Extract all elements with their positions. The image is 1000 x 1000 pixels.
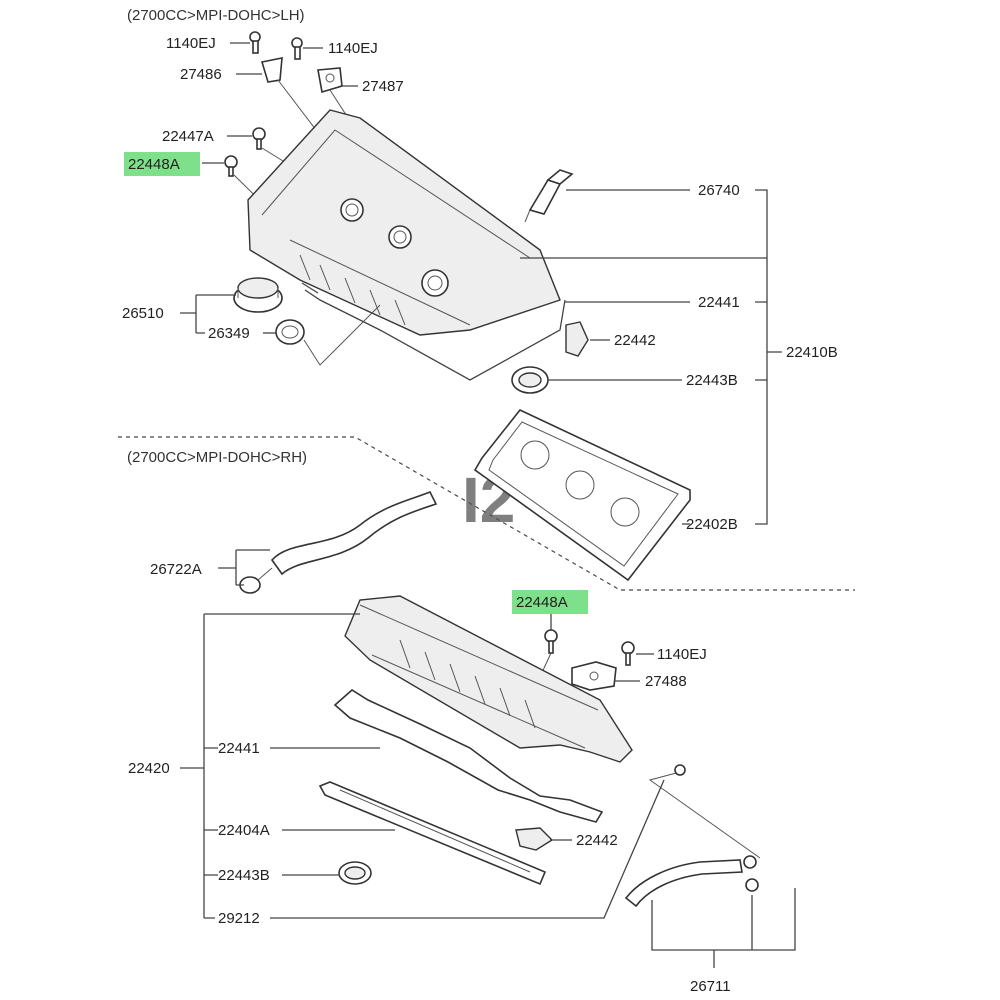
- bracket-26722a: [218, 549, 270, 586]
- lh-valve-cover-part[interactable]: [247, 109, 561, 336]
- leader-29212: [270, 779, 665, 919]
- label-26349: 26349: [208, 325, 250, 342]
- cap-gasket-26349-part[interactable]: [275, 319, 305, 345]
- label-1140ej-rh: 1140EJ: [657, 646, 707, 663]
- bracket-27487-part[interactable]: [317, 67, 343, 94]
- label-22420: 22420: [128, 760, 170, 777]
- label-22441-rh: 22441: [218, 740, 260, 757]
- bracket-22410b: [755, 189, 782, 525]
- breather-hose-26711-part[interactable]: [624, 855, 759, 908]
- breather-hose-26722a-part[interactable]: [239, 490, 438, 594]
- label-27486: 27486: [180, 66, 222, 83]
- label-22443b-rh: 22443B: [218, 867, 270, 884]
- bracket-26510: [180, 294, 236, 334]
- highlight-22448a-rh: [512, 590, 588, 614]
- label-1140ej-left: 1140EJ: [166, 35, 216, 52]
- label-29212: 29212: [218, 910, 260, 927]
- rh-valve-cover-part[interactable]: [344, 595, 633, 763]
- bracket-27486-part[interactable]: [260, 57, 283, 83]
- highlight-22448a-lh: [124, 152, 200, 176]
- label-22404a: 22404A: [218, 822, 270, 839]
- bracket-27488-part[interactable]: [571, 661, 617, 691]
- seal-22443b-lh-part[interactable]: [511, 366, 549, 394]
- label-22448a-lh[interactable]: 22448A: [128, 156, 180, 173]
- label-27487: 27487: [362, 78, 404, 95]
- lh-section-header: (2700CC>MPI-DOHC>LH): [127, 7, 305, 24]
- label-22441-lh: 22441: [698, 294, 740, 311]
- gasket-22404a-part[interactable]: [318, 781, 547, 886]
- bracket-26711: [651, 888, 796, 968]
- label-27488: 27488: [645, 673, 687, 690]
- label-22410b: 22410B: [786, 344, 838, 361]
- fitting-circle[interactable]: [674, 764, 686, 776]
- label-26740: 26740: [698, 182, 740, 199]
- label-22402b: 22402B: [686, 516, 738, 533]
- seal-22443b-rh-part[interactable]: [338, 861, 372, 885]
- bolt-1140ej-right-part[interactable]: [291, 37, 303, 60]
- plug-22442-lh-part[interactable]: [565, 321, 589, 357]
- gasket-22402b-part[interactable]: [473, 409, 691, 582]
- rh-section-header: (2700CC>MPI-DOHC>RH): [127, 449, 307, 466]
- label-22442-lh: 22442: [614, 332, 656, 349]
- bolt-22448a-rh-part[interactable]: [544, 629, 558, 654]
- rh-cover-gasket-part[interactable]: [333, 689, 604, 823]
- label-26722a: 26722A: [150, 561, 202, 578]
- bolt-22448a-lh-part[interactable]: [224, 155, 238, 177]
- bolt-1140ej-rh-part[interactable]: [621, 641, 635, 666]
- label-1140ej-right: 1140EJ: [328, 40, 378, 57]
- label-26711: 26711: [690, 978, 731, 995]
- label-22443b-lh: 22443B: [686, 372, 738, 389]
- bolt-22447a-part[interactable]: [252, 127, 266, 150]
- leader-line-cap: [303, 304, 381, 366]
- bolt-1140ej-left-part[interactable]: [249, 31, 261, 54]
- oil-filler-cap-26510-part[interactable]: [233, 277, 283, 313]
- spark-plug-tube-26740-part[interactable]: [524, 169, 574, 223]
- plug-22442-rh-part[interactable]: [515, 827, 554, 851]
- bracket-22420: [180, 613, 360, 919]
- label-26510: 26510: [122, 305, 164, 322]
- lh-cover-gasket-part[interactable]: [301, 282, 566, 381]
- label-22447a: 22447A: [162, 128, 214, 145]
- leader-26711-tube: [648, 771, 761, 859]
- label-22442-rh: 22442: [576, 832, 618, 849]
- label-22448a-rh[interactable]: 22448A: [516, 594, 568, 611]
